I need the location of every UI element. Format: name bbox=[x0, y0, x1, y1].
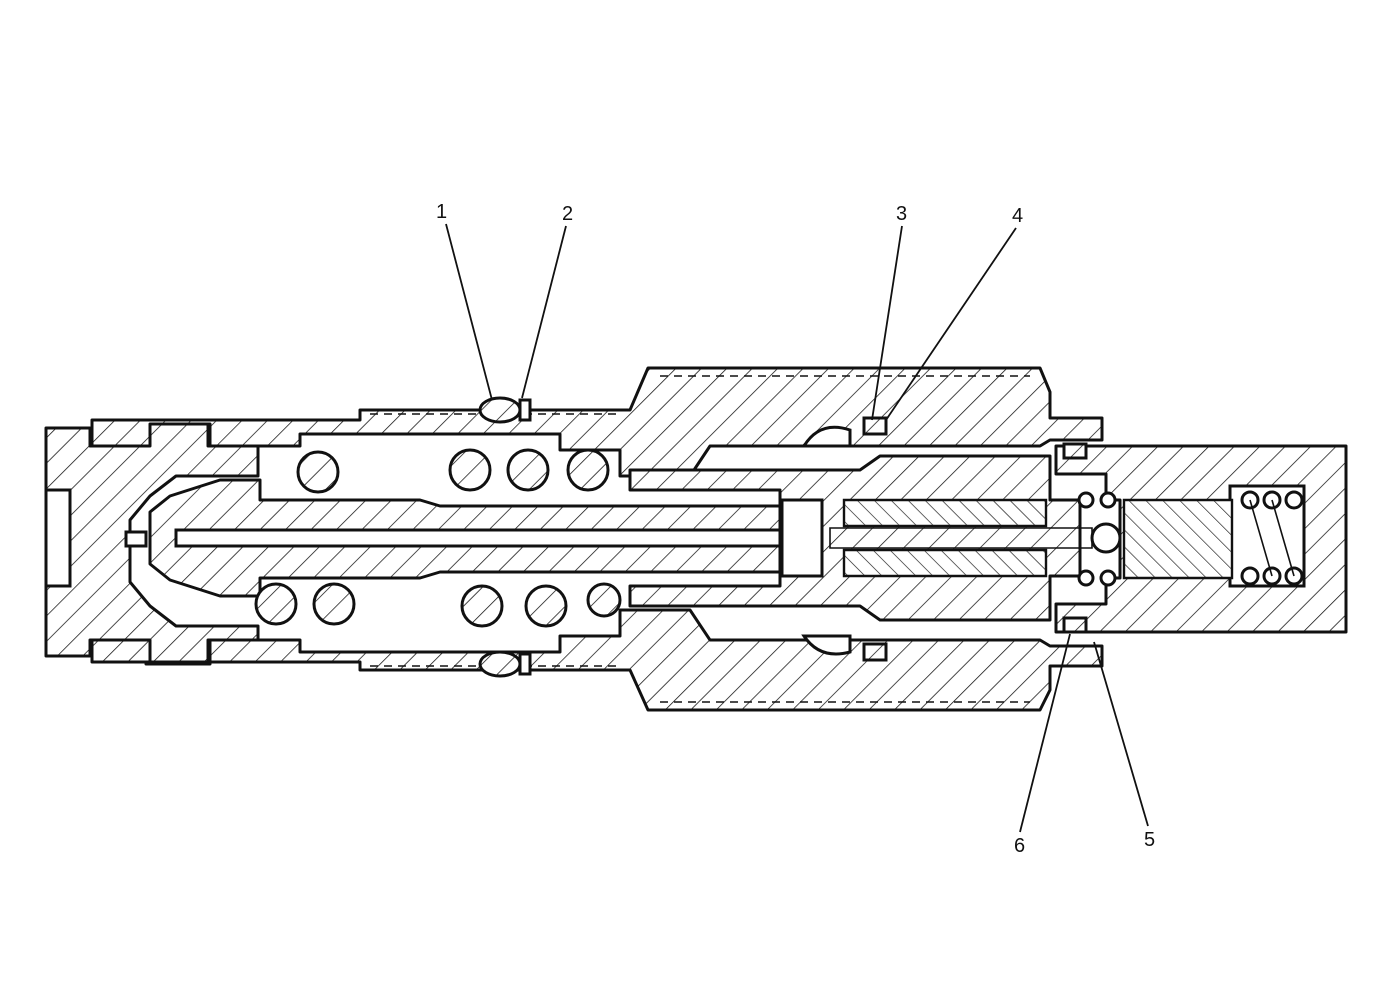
callout-label-3: 3 bbox=[896, 203, 907, 225]
main-spring-upper bbox=[296, 448, 610, 494]
spool-sleeve bbox=[628, 454, 1093, 622]
leader-line-4 bbox=[885, 227, 1017, 421]
leader-line-6 bbox=[1019, 633, 1071, 833]
callout-label-6: 6 bbox=[1014, 835, 1025, 857]
leader-line-2 bbox=[521, 225, 567, 399]
pilot-poppet bbox=[1090, 498, 1234, 580]
callout-label-5: 5 bbox=[1144, 829, 1155, 851]
o-ring-inner bbox=[801, 416, 888, 662]
main-housing-upper bbox=[90, 366, 1104, 478]
callout-labels: 1 2 3 4 5 6 bbox=[436, 201, 1155, 857]
main-housing-lower bbox=[90, 608, 1104, 712]
leader-line-1 bbox=[445, 223, 493, 401]
callout-label-2: 2 bbox=[562, 203, 573, 225]
callout-label-4: 4 bbox=[1012, 205, 1023, 227]
backup-ring bbox=[518, 398, 532, 676]
pilot-spring bbox=[1077, 490, 1304, 587]
callout-label-1: 1 bbox=[436, 201, 447, 223]
central-stem bbox=[124, 478, 782, 598]
main-spring-lower bbox=[254, 582, 622, 628]
leader-lines bbox=[445, 223, 1149, 833]
leader-line-5 bbox=[1093, 641, 1149, 827]
leader-line-3 bbox=[871, 225, 903, 421]
o-ring-end bbox=[1062, 442, 1088, 634]
